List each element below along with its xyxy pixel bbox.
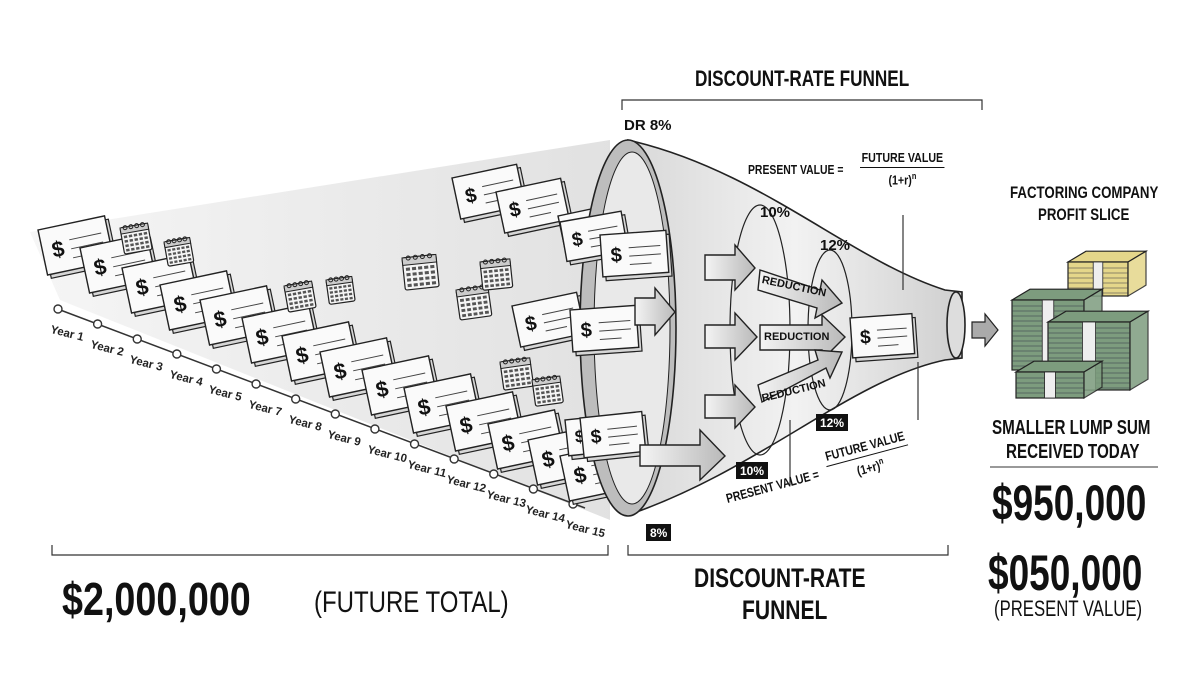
timeline-dot (371, 425, 379, 433)
check: $ (850, 313, 918, 361)
timeline-dot (411, 440, 419, 448)
timeline-dot (133, 335, 141, 343)
svg-text:$: $ (610, 244, 623, 267)
bottom-brace-left (52, 545, 608, 555)
calendar-icon (120, 222, 152, 254)
check: $ (600, 230, 672, 281)
future-total-label: (FUTURE TOTAL) (314, 588, 509, 618)
calendar-icon (500, 356, 534, 390)
lump-sum-label-2: RECEIVED TODAY (1006, 442, 1139, 462)
profit-slice-label-2: PROFIT SLICE (1038, 206, 1129, 223)
timeline-dot (450, 455, 458, 463)
lump-sum-label-1: SMALLER LUMP SUM (992, 418, 1150, 438)
timeline-dot (94, 320, 102, 328)
calendar-icon (532, 375, 564, 407)
timeline-dot (490, 470, 498, 478)
rate-tag-10: 10% (736, 462, 768, 479)
future-total-amount: $2,000,000 (62, 576, 251, 622)
svg-text:$: $ (580, 319, 593, 342)
check: $ (580, 411, 649, 462)
formula-top-lhs: PRESENT VALUE = (748, 163, 843, 176)
rate-tag-12: 12% (816, 414, 848, 431)
timeline-dot (173, 350, 181, 358)
formula-top-denominator: (1+r)n (860, 168, 945, 187)
cash-stack (1016, 361, 1102, 398)
formula-top-numerator: FUTURE VALUE (860, 150, 945, 168)
output-arrow (972, 314, 998, 346)
top-funnel-title: DISCOUNT-RATE FUNNEL (695, 68, 909, 90)
calendar-icon (402, 253, 439, 290)
timeline-dot (292, 395, 300, 403)
rate-tag-8: 8% (646, 524, 671, 541)
calendar-icon (480, 257, 513, 290)
check: $ (570, 305, 642, 356)
timeline-dot (331, 410, 339, 418)
calendar-icon (326, 275, 355, 305)
funnel-spout (947, 292, 965, 358)
calendar-icon (284, 280, 316, 312)
bottom-brace-right (628, 545, 948, 555)
present-value-amount: $050,000 (988, 548, 1142, 598)
bottom-funnel-title-1: DISCOUNT-RATE (694, 565, 866, 592)
timeline-dot (212, 365, 220, 373)
cash-stacks (1012, 251, 1148, 398)
timeline-dot (252, 380, 260, 388)
present-value-label: (PRESENT VALUE) (994, 598, 1142, 620)
timeline-dot (529, 485, 537, 493)
reduction-label-2: REDUCTION (764, 331, 829, 343)
profit-slice-label-1: FACTORING COMPANY (1010, 184, 1158, 201)
timeline-dot (54, 305, 62, 313)
dr-label: DR 8% (624, 118, 672, 133)
svg-text:$: $ (859, 327, 871, 349)
lump-sum-amount: $950,000 (992, 478, 1146, 528)
rate-12-label: 12% (820, 238, 850, 253)
formula-top-fraction: FUTURE VALUE (1+r)n (860, 150, 945, 187)
bottom-funnel-title-2: FUNNEL (742, 597, 827, 624)
rate-10-label: 10% (760, 205, 790, 220)
top-brace (622, 100, 982, 110)
